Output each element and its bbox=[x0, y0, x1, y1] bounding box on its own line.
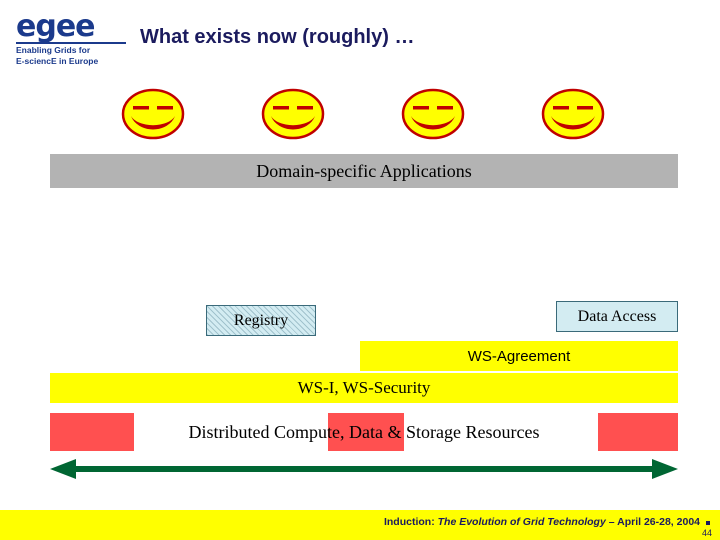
logo-wordmark: egee bbox=[16, 9, 96, 44]
resource-block-right bbox=[598, 413, 678, 451]
logo-tagline: Enabling Grids for E-sciencE in Europe bbox=[16, 45, 136, 67]
page-number: 44 bbox=[702, 528, 713, 538]
smiley-face-4 bbox=[541, 88, 605, 140]
footer-bullet-marker bbox=[706, 521, 710, 525]
egee-logo: egee Enabling Grids for E-sciencE in Eur… bbox=[14, 12, 132, 70]
smiley-face-3 bbox=[401, 88, 465, 140]
bar-domain-specific-applications: Domain-specific Applications bbox=[50, 154, 678, 188]
footer-date: April 26-28, 2004 bbox=[617, 516, 700, 528]
bar-distributed-resources: Distributed Compute, Data & Storage Reso… bbox=[188, 421, 540, 442]
footer-band bbox=[0, 510, 720, 540]
page-title: What exists now (roughly) … bbox=[140, 26, 415, 48]
bar-ws-i-ws-security: WS-I, WS-Security bbox=[50, 373, 678, 403]
logo-divider bbox=[16, 42, 126, 44]
logo-tagline-line2: E-sciencE in Europe bbox=[16, 56, 99, 66]
resource-block-middle bbox=[328, 413, 404, 451]
resource-block-left bbox=[50, 413, 134, 451]
bar-data-access: Data Access bbox=[556, 301, 678, 332]
footer-title: The Evolution of Grid Technology – bbox=[437, 516, 615, 528]
double-headed-arrow bbox=[50, 458, 678, 480]
footer-text: Induction: The Evolution of Grid Technol… bbox=[0, 516, 700, 528]
logo-tagline-line1: Enabling Grids for bbox=[16, 45, 91, 55]
bar-ws-agreement: WS-Agreement bbox=[360, 341, 678, 371]
smiley-face-1 bbox=[121, 88, 185, 140]
smiley-face-2 bbox=[261, 88, 325, 140]
footer-prefix: Induction: bbox=[383, 516, 435, 528]
bar-registry: Registry bbox=[206, 305, 316, 336]
